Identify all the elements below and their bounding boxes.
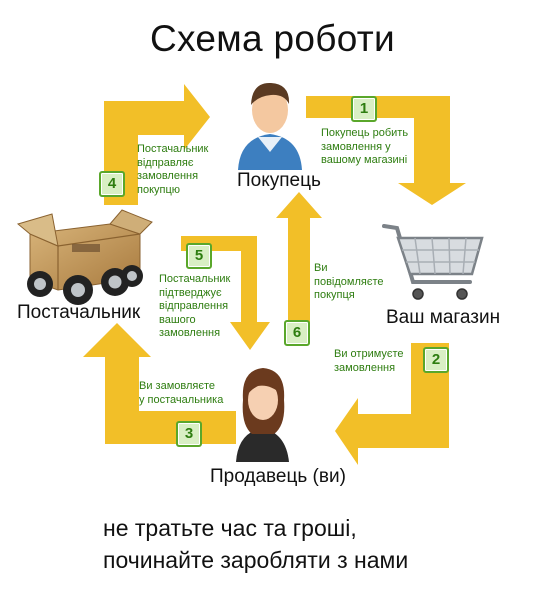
step-5-text-line: відправлення xyxy=(159,300,229,312)
arrow-seller-to-supplier xyxy=(83,323,236,444)
step-2-text: Ви отримуєте замовлення xyxy=(334,348,404,375)
step-6-text-line: повідомляєте xyxy=(314,275,384,288)
step-4-number: 4 xyxy=(99,171,125,197)
step-5-text: Постачальник підтверджує відправлення ва… xyxy=(159,273,230,341)
step-3-number: 3 xyxy=(176,421,202,447)
step-6-text: Ви повідомляєте покупця xyxy=(314,262,383,303)
shopping-cart-icon xyxy=(382,224,484,300)
step-5-text-line: вашого xyxy=(159,313,196,326)
node-label-seller: Продавець (ви) xyxy=(210,466,346,487)
step-2-text-line: замовлення xyxy=(334,361,396,374)
arrow-shop-to-seller xyxy=(335,343,449,465)
step-3-text-line: у постачальника xyxy=(139,393,224,406)
step-1-number: 1 xyxy=(351,96,377,122)
footer-line-1: не тратьте час та гроші, xyxy=(103,515,357,541)
step-1-text: Покупець робить замовлення у вашому мага… xyxy=(321,127,408,168)
arrow-inform-buyer xyxy=(276,192,322,333)
step-5-number: 5 xyxy=(186,243,212,269)
node-label-buyer: Покупець xyxy=(237,170,321,191)
step-1-text-line: Покупець робить xyxy=(321,127,409,139)
step-6-text-line: покупця xyxy=(314,289,355,301)
step-4-text-line: Постачальник xyxy=(137,143,209,155)
buyer-person-icon xyxy=(238,82,302,170)
node-label-shop: Ваш магазин xyxy=(386,307,501,328)
step-6-number: 6 xyxy=(284,320,310,346)
step-6-text-line: Ви xyxy=(314,262,328,274)
arrow-buyer-to-shop xyxy=(306,96,466,205)
step-4-text-line: замовлення xyxy=(137,170,199,182)
step-3-text-line: Ви замовляєте xyxy=(139,380,215,392)
page-title: Схема роботи xyxy=(149,18,395,59)
step-4-text-line: покупцю xyxy=(137,183,181,196)
seller-person-icon xyxy=(236,368,289,462)
step-3-text: Ви замовляєте у постачальника xyxy=(139,380,223,407)
step-5-text-line: Постачальник xyxy=(159,273,231,285)
step-2-number: 2 xyxy=(423,347,449,373)
arrow-supplier-to-buyer xyxy=(104,84,210,205)
step-5-text-line: замовлення xyxy=(159,327,221,339)
step-4-text: Постачальник відправляє замовлення покуп… xyxy=(137,143,208,197)
step-1-text-line: замовлення у xyxy=(321,140,391,153)
step-5-text-line: підтверджує xyxy=(159,286,222,299)
arrow-supplier-confirms xyxy=(181,236,270,350)
step-1-text-line: вашому магазині xyxy=(321,154,408,166)
footer-line-2: починайте заробляти з нами xyxy=(103,547,409,573)
arrows xyxy=(83,84,466,465)
node-label-supplier: Постачальник xyxy=(17,302,141,323)
step-2-text-line: Ви отримуєте xyxy=(334,348,404,360)
supplier-box-icon xyxy=(16,209,153,305)
step-4-text-line: відправляє xyxy=(137,156,194,169)
